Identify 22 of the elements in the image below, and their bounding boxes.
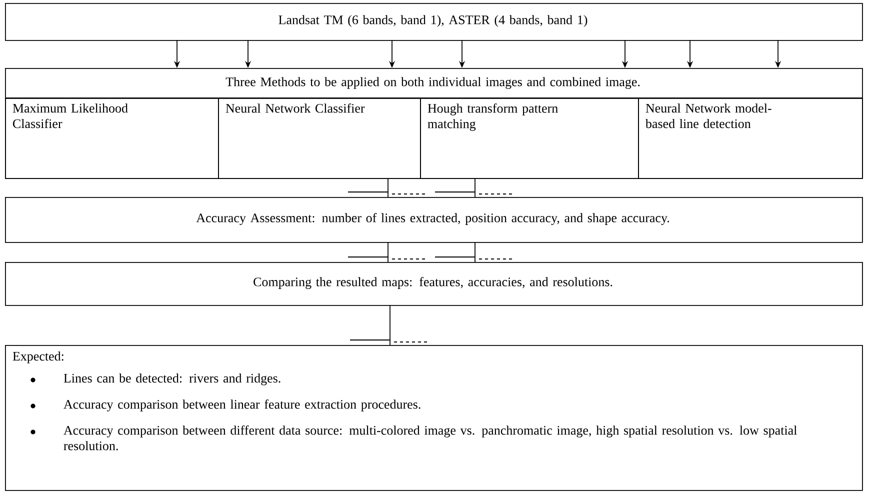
method-cell <box>218 98 421 179</box>
heading-text: Expected: <box>12 351 64 364</box>
process-box <box>5 262 863 306</box>
process-box <box>5 3 863 41</box>
process-box <box>5 197 863 243</box>
bullet-text: Lines can be detected: rivers and ridges. <box>64 373 280 386</box>
header-text: Three Methods to be applied on both individual images and combined image. <box>226 77 640 89</box>
method-cell <box>5 98 219 179</box>
method-label: Neural Network model-based line detection <box>645 103 772 128</box>
method-label: Maximum Likelihood Classifier <box>12 103 128 128</box>
box-text: Comparing the resulted maps: features, accuracies, and resolutions. <box>254 277 612 289</box>
method-label: Neural Network Classifier <box>226 103 365 113</box>
box-text: Accuracy Assessment: number of lines extracted, position accuracy, and shape accuracy. <box>196 213 670 225</box>
box-text: Landsat TM (6 bands, band 1), ASTER (4 bands, band 1) <box>278 15 588 27</box>
method-cell <box>638 98 863 179</box>
method-label: Hough transform pattern matching <box>428 103 558 131</box>
method-cell <box>420 98 639 179</box>
expected-box <box>5 345 863 491</box>
connector-line <box>474 242 476 262</box>
bullet-text: Accuracy comparison between linear feature extraction procedures. <box>64 399 420 412</box>
bullet-text: Accuracy comparison between different data source: multi-colored image vs. panchromatic image, high spatial resolution vs. low spatial resolution. <box>64 425 797 450</box>
connector-line <box>474 178 476 198</box>
